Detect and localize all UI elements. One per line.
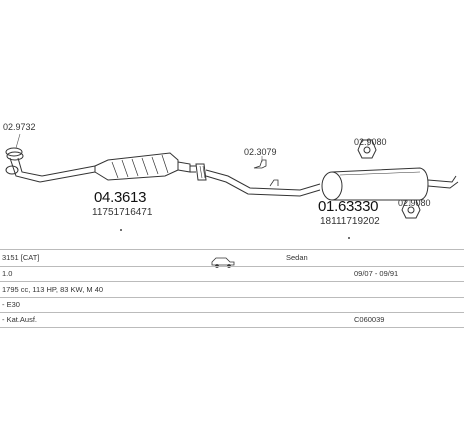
table-row: - E30 bbox=[0, 298, 464, 313]
leader-lines bbox=[15, 133, 411, 206]
oem-number-catalytic-converter: 11751716471 bbox=[92, 207, 153, 218]
version-note: - Kat.Ausf. bbox=[2, 315, 38, 324]
oem-number-rear-silencer: 18111719202 bbox=[320, 216, 380, 227]
part-label-catalytic-converter: 04.3613 bbox=[94, 189, 147, 206]
engine-size: 1.0 bbox=[2, 269, 13, 278]
rubber-mount-drawing bbox=[357, 139, 421, 219]
engine-spec: 1795 cc, 113 HP, 83 KW, M 40 bbox=[2, 285, 104, 294]
table-row: 1795 cc, 113 HP, 83 KW, M 40 bbox=[0, 282, 464, 298]
part-label-rear-silencer: 01.63330 bbox=[318, 198, 379, 215]
part-label-front-pipe: 02.9732 bbox=[3, 122, 36, 132]
table-row: 1.0 09/07 - 09/91 bbox=[0, 266, 464, 282]
catalog-code: C060039 bbox=[354, 315, 385, 324]
part-label-rubber-mount-lower: 02.9080 bbox=[398, 198, 431, 208]
chassis-code: - E30 bbox=[2, 300, 20, 309]
catalytic-converter-drawing bbox=[94, 152, 191, 181]
part-label-clamp: 02.3079 bbox=[244, 147, 277, 157]
table-row: - Kat.Ausf. C060039 bbox=[0, 313, 464, 328]
front-pipe-drawing bbox=[5, 147, 96, 183]
rear-silencer-drawing bbox=[321, 167, 459, 201]
table-row: 3151 [CAT] Sedan bbox=[0, 249, 464, 267]
marker-dot bbox=[120, 229, 122, 231]
production-years: 09/07 - 09/91 bbox=[354, 269, 399, 278]
middle-pipe-drawing bbox=[190, 159, 321, 197]
vehicle-model: 3151 [CAT] bbox=[2, 253, 40, 262]
marker-dot bbox=[348, 237, 350, 239]
part-label-rubber-mount-upper: 02.9080 bbox=[354, 137, 387, 147]
body-type: Sedan bbox=[286, 253, 308, 262]
